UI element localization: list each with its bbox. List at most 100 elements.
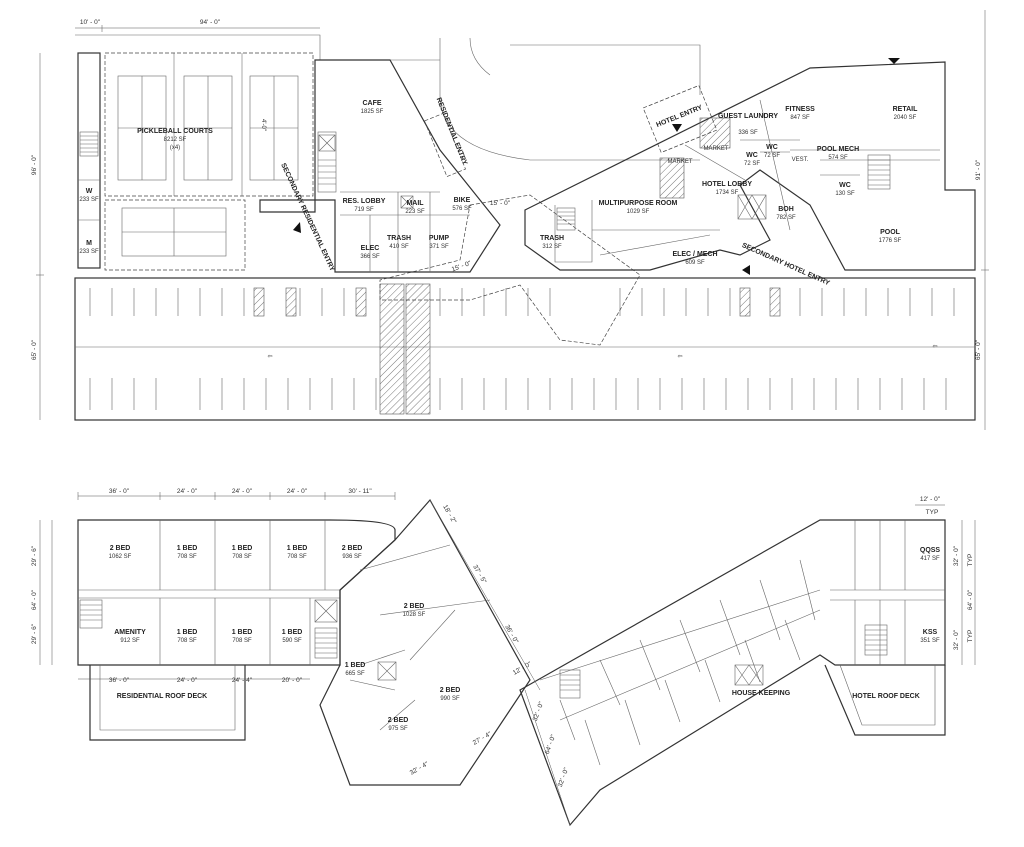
pickleball-court-lower: [121, 207, 227, 257]
dim-top-30: 30' - 11": [348, 488, 372, 495]
room-area: 312 SF: [542, 244, 562, 250]
room-area: 130 SF: [835, 191, 855, 197]
dim-a37: 37' - 5": [471, 564, 487, 586]
ground-floor-plan: ⇦ ⇦ ⇦ PICKLEB: [31, 10, 989, 430]
unit-area: 1062 SF: [109, 554, 132, 560]
hatched-area: [659, 157, 685, 199]
stair: [556, 207, 576, 231]
room-label: CAFE: [362, 100, 381, 107]
hatched-area: [699, 117, 731, 149]
room-label: WC: [746, 152, 758, 159]
unit-area: 665 SF: [345, 671, 365, 677]
room-label: MAIL: [406, 200, 424, 207]
room-area: 336 SF: [738, 130, 758, 136]
room-note: (x4): [170, 145, 180, 151]
unit-area: 975 SF: [388, 726, 408, 732]
entry-arrow-icon: [672, 124, 682, 132]
unit-area: 708 SF: [177, 554, 197, 560]
dim-bot-24a: 24' - 0": [177, 677, 198, 684]
room-label: ELEC / MECH: [672, 251, 717, 258]
unit-label: 2 BED: [110, 545, 131, 552]
residential-building: [259, 59, 501, 273]
dim-bot-20: 20' - 0": [282, 677, 303, 684]
entry-arrow-icon: [293, 222, 301, 233]
dim-top-24a: 24' - 0": [177, 488, 198, 495]
dim-m32b: 32' - 0": [557, 766, 571, 788]
arrow-left-icon: ⇦: [677, 354, 682, 360]
unit-label: 1 BED: [282, 629, 303, 636]
house-keeping-label: HOUSE KEEPING: [732, 690, 791, 697]
room-area: 609 SF: [685, 260, 705, 266]
connector-zone: [379, 194, 641, 346]
typ-label-3: TYP: [967, 630, 974, 643]
typ-label-1: TYP: [926, 509, 939, 516]
typ-label-2: TYP: [967, 554, 974, 567]
room-area: 366 SF: [360, 254, 380, 260]
elevator: [734, 664, 764, 686]
room-label: TRASH: [540, 235, 564, 242]
room-area: 719 SF: [354, 207, 374, 213]
dim-bot-24b: 24' - 4": [232, 677, 253, 684]
dim-94: 94' - 0": [200, 19, 221, 26]
unit-area: 590 SF: [282, 638, 302, 644]
room-area: 576 SF: [452, 206, 472, 212]
market-label: MARKET: [667, 159, 692, 165]
pickleball-zone-lower: [104, 199, 246, 271]
unit-label: 2 BED: [388, 717, 409, 724]
room-area: 371 SF: [429, 244, 449, 250]
dim-91: 91' - 0": [975, 159, 982, 180]
unit-label: 2 BED: [440, 687, 461, 694]
residential-entry-label: RESIDENTIAL ENTRY: [435, 97, 469, 167]
room-label: GUEST LAUNDRY: [718, 113, 778, 120]
arrow-left-icon: ⇦: [932, 344, 937, 350]
unit-area: 708 SF: [232, 554, 252, 560]
unit-label: AMENITY: [114, 629, 146, 636]
stair: [559, 669, 581, 699]
room-label: HOTEL LOBBY: [702, 181, 752, 188]
restroom-block: [77, 52, 101, 269]
dim-r32a: 32' - 0": [953, 545, 960, 566]
unit-area: 912 SF: [120, 638, 140, 644]
vest-label: VEST.: [792, 157, 809, 163]
unit-area: 1028 SF: [403, 612, 426, 618]
hotel-roof-deck: [824, 664, 946, 736]
room-label: PUMP: [429, 235, 450, 242]
unit-label: 1 BED: [345, 662, 366, 669]
dim-a18: 18' - 2": [441, 504, 457, 526]
elevator: [314, 599, 338, 623]
room-label: RES. LOBBY: [343, 198, 386, 205]
room-label: WC: [766, 144, 778, 151]
pickleball-courts: [117, 53, 299, 196]
entry-arrow-icon: [742, 265, 750, 275]
room-label: ELEC: [361, 245, 380, 252]
unit-area: 990 SF: [440, 696, 460, 702]
pickleball-zone: [104, 52, 314, 197]
dim-bot-36: 36' - 0": [109, 677, 130, 684]
room-area: 1029 SF: [627, 209, 650, 215]
upper-floor-plan: 2 BED 1062 SF 1 BED 708 SF 1 BED 708 SF …: [31, 488, 976, 827]
unit-label: 1 BED: [287, 545, 308, 552]
dim-a32: 32' - 4": [409, 760, 431, 776]
unit-area: 708 SF: [177, 638, 197, 644]
room-label: TRASH: [387, 235, 411, 242]
dim-a27: 27' - 4": [472, 730, 494, 746]
dim-65b: 65' - 0": [975, 339, 982, 360]
hotel-roof-deck-label: HOTEL ROOF DECK: [852, 693, 920, 700]
dim-10: 10' - 0": [80, 19, 101, 26]
dim-m64: 64' - 0": [544, 733, 558, 755]
dim-left-29b: 29' - 6": [31, 623, 38, 644]
dim-96: 96' - 0": [31, 154, 38, 175]
dim-top-24b: 24' - 0": [232, 488, 253, 495]
parking-lot: [74, 277, 976, 421]
residential-roof-deck: [89, 665, 246, 741]
secondary-res-entry-label: SECONDARY RESIDENTIAL ENTRY: [279, 162, 335, 272]
room-label: RETAIL: [893, 106, 918, 113]
dim-a36: 36' - 0": [503, 624, 519, 646]
dim-r32b: 32' - 0": [953, 629, 960, 650]
unit-label: 1 BED: [177, 629, 198, 636]
unit-label: 1 BED: [177, 545, 198, 552]
walkway: [405, 283, 431, 415]
room-area: 1734 SF: [716, 190, 739, 196]
room-area: 233 SF: [79, 197, 99, 203]
room-area: 1776 SF: [879, 238, 902, 244]
